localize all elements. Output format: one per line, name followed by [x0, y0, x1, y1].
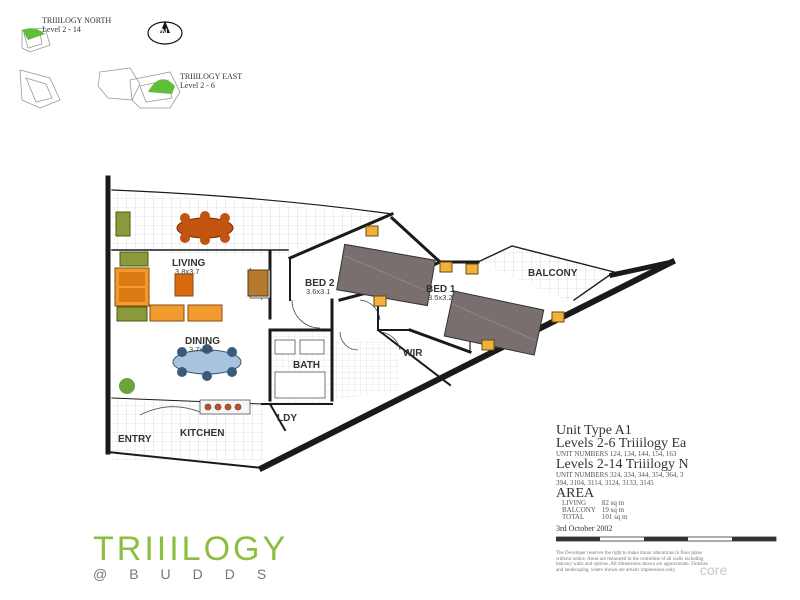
area-table: LIVING 82 sq m BALCONY 19 sq m TOTAL 101… — [562, 500, 634, 521]
kitchen-floor — [112, 400, 265, 460]
unit-type: Unit Type A1 — [556, 423, 632, 438]
bed-1-furniture — [443, 263, 565, 356]
scale-bar — [556, 536, 777, 542]
bed-2-furniture — [336, 225, 453, 307]
unit-info: Unit Type A1 Levels 2-6 Triiilogy Ea UNI… — [556, 424, 800, 573]
room-balcony: BALCONY — [528, 268, 578, 279]
unit-numbers-east: UNIT NUMBERS 124, 134, 144, 154, 163 — [556, 450, 677, 458]
key-plan-drawing — [19, 21, 183, 109]
room-entry: ENTRY — [118, 434, 152, 445]
key-plan: TRIIILOGY NORTH Level 2 - 14 TRIIILOGY E… — [0, 0, 300, 120]
terrace-area — [112, 192, 388, 258]
area-value: 82 sq m — [601, 499, 625, 507]
disclaimer: The Developer reserves the right to make… — [556, 551, 708, 573]
area-label: TOTAL — [562, 513, 585, 521]
compass-letter: N — [161, 27, 168, 37]
area-value: 101 sq m — [601, 513, 628, 521]
dining-table — [119, 344, 242, 394]
bath-fixtures — [274, 339, 326, 399]
room-bed-2-dims: 3.6x3.1 — [306, 287, 331, 296]
area-row: BALCONY 19 sq m — [562, 507, 634, 514]
room-living: LIVING — [172, 258, 206, 269]
area-row: TOTAL 101 sq m — [562, 514, 634, 521]
room-kitchen: KITCHEN — [180, 428, 224, 439]
area-value: 19 sq m — [601, 506, 625, 514]
area-label: BALCONY — [562, 506, 596, 514]
unit-numbers-north-1: UNIT NUMBERS 324, 334, 344, 354, 364, 3 — [556, 471, 684, 479]
east-levels: Level 2 - 6 — [180, 81, 215, 90]
triiilogy-logo: TRIIILOGY @BUDDS — [93, 532, 288, 582]
room-dining: DINING — [185, 336, 220, 347]
room-bath: BATH — [293, 360, 320, 371]
living-furniture — [114, 251, 269, 322]
area-heading: AREA — [556, 486, 595, 501]
room-bed-2: BED 2 — [305, 278, 335, 289]
room-living-dims: 3.8x3.7 — [175, 267, 200, 276]
room-bed-1-dims: 3.5x3.2 — [428, 293, 453, 302]
area-label: LIVING — [562, 499, 587, 507]
north-highlight-icon — [22, 28, 45, 40]
north-levels: Level 2 - 14 — [42, 25, 81, 34]
east-label: TRIIILOGY EAST — [180, 72, 243, 81]
room-laundry: LDY — [277, 413, 297, 424]
watermark: core — [700, 562, 728, 578]
balcony-area — [472, 246, 612, 302]
terrace-table — [115, 211, 234, 245]
logo-sub: @BUDDS — [93, 566, 289, 582]
room-wir: WIR — [403, 348, 423, 359]
levels-east: Levels 2-6 Triiilogy Ea — [556, 436, 687, 451]
unit-numbers-north-2: 394, 3104, 3114, 3124, 3133, 3145 — [556, 479, 654, 487]
ensuite-floor — [332, 340, 400, 400]
logo-main: TRIIILOGY — [93, 530, 289, 568]
kitchen-fixtures — [139, 399, 251, 416]
room-dining-dims: 3.7x3.6 — [189, 345, 214, 354]
east-highlight-icon — [148, 79, 175, 94]
north-label: TRIIILOGY NORTH — [42, 16, 112, 25]
room-bed-1: BED 1 — [426, 284, 456, 295]
levels-north: Levels 2-14 Triiilogy N — [556, 457, 689, 472]
compass-icon — [147, 21, 183, 45]
area-row: LIVING 82 sq m — [562, 500, 634, 507]
plan-date: 3rd October 2002 — [556, 524, 613, 533]
